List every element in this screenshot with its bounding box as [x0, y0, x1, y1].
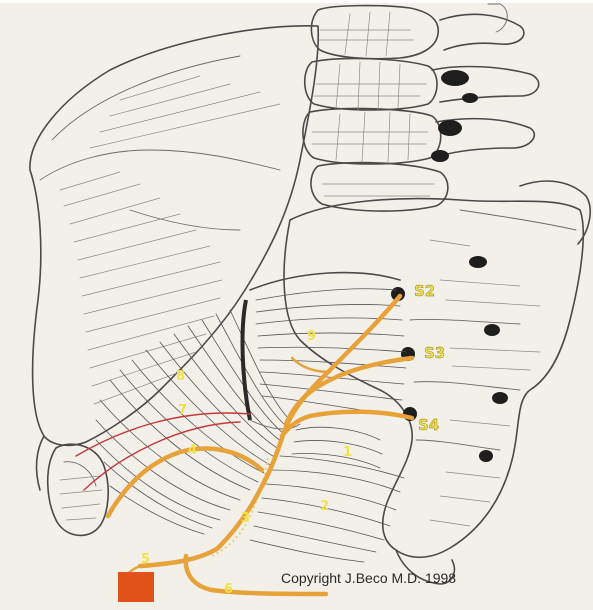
label-1: 1 [343, 445, 352, 460]
label-s3: S3 [424, 344, 445, 362]
label-7: 7 [178, 403, 187, 418]
label-9: 9 [307, 329, 316, 344]
label-s4: S4 [418, 416, 439, 434]
copyright-text: Copyright J.Beco M.D. 1998 [281, 570, 456, 586]
label-3: 3 [241, 511, 250, 526]
label-4: 4 [188, 443, 197, 458]
label-2: 2 [320, 499, 329, 514]
label-8: 8 [176, 369, 185, 384]
coccyx-marker [118, 572, 154, 602]
label-6: 6 [224, 582, 233, 597]
label-s2: S2 [414, 282, 435, 300]
label-5: 5 [141, 552, 150, 567]
